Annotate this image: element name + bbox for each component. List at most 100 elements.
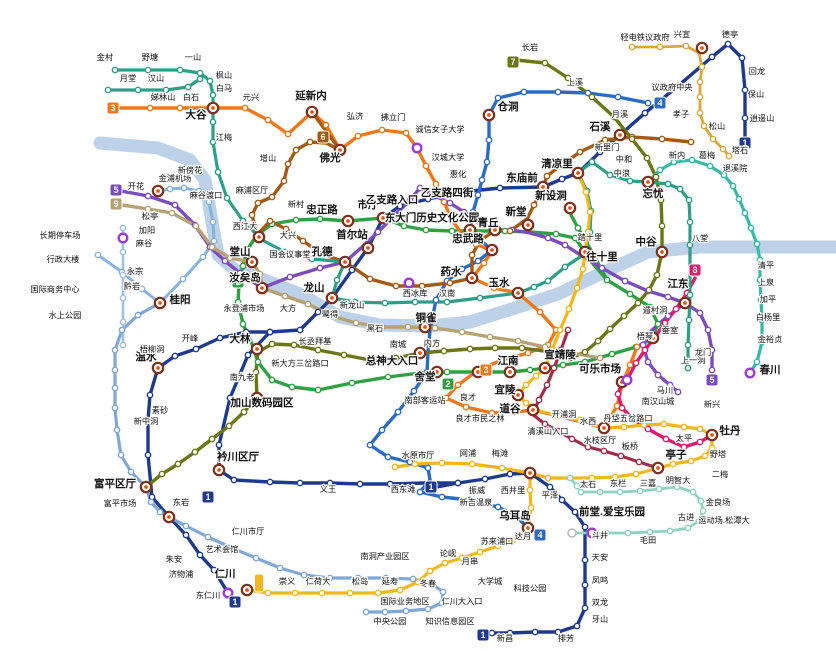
station — [510, 408, 518, 416]
station — [543, 172, 551, 180]
station-label: 野塘 — [142, 52, 158, 62]
line-badge-number: 1 — [742, 138, 747, 148]
station-label: 毛田 — [640, 535, 656, 545]
station — [674, 82, 682, 90]
major-station-label: 忠武路 — [452, 232, 484, 245]
station — [316, 215, 324, 223]
station-label: 国会议事堂 — [270, 249, 311, 259]
station — [252, 368, 260, 376]
station — [652, 173, 660, 181]
station — [674, 388, 682, 396]
station — [156, 508, 164, 516]
station — [268, 376, 276, 384]
station — [524, 349, 532, 357]
station — [406, 196, 414, 204]
station — [304, 300, 312, 308]
station — [318, 589, 326, 597]
station — [554, 88, 562, 96]
station — [458, 265, 466, 273]
station — [620, 312, 628, 320]
station-label: 增山 — [260, 153, 276, 163]
transfer-station-core — [156, 189, 160, 193]
station — [234, 298, 242, 306]
station — [416, 369, 424, 377]
station-label: 梧柳洞 — [140, 344, 165, 354]
major-station-label: 舍堂 — [414, 370, 436, 383]
station — [654, 320, 662, 328]
major-station-label: 桂阳 — [169, 293, 191, 306]
major-station-label: 延新内 — [294, 89, 327, 102]
station-label: 内方 — [424, 338, 440, 348]
station-label: 东仁川 — [196, 590, 221, 600]
station — [535, 396, 543, 404]
station — [416, 488, 424, 496]
station-label: 汉山 — [148, 73, 164, 83]
station — [266, 328, 274, 336]
line-badge — [106, 101, 120, 115]
station — [682, 42, 690, 50]
station — [608, 350, 616, 358]
station — [554, 628, 562, 636]
station-label: 葛梅 — [699, 150, 715, 160]
special-station — [411, 142, 423, 154]
station-label: 义王 — [320, 485, 336, 494]
station — [600, 447, 608, 455]
station — [645, 286, 653, 294]
station — [381, 299, 389, 307]
station — [446, 279, 454, 287]
station — [611, 473, 619, 481]
station — [196, 69, 204, 77]
station-label: 丹垈五岔路口 — [603, 413, 652, 423]
station-label: 元兴 — [243, 93, 259, 102]
station — [486, 333, 494, 341]
station — [244, 351, 252, 359]
station — [526, 486, 534, 494]
station-label: 西东滩 — [391, 484, 416, 494]
transfer-station-core — [508, 370, 512, 374]
major-station-label: 宜陵 — [495, 383, 516, 396]
station — [171, 201, 179, 209]
station — [221, 257, 229, 265]
transfer-station-core — [338, 148, 342, 152]
station-label: 南城 — [390, 339, 406, 349]
station-label: 新大方三岔路口 — [271, 358, 328, 368]
station — [636, 487, 644, 495]
major-station-label: 玉水 — [489, 276, 510, 289]
station — [119, 248, 127, 256]
station — [546, 483, 554, 491]
station — [288, 383, 296, 391]
station — [195, 187, 203, 195]
station-label: 西井里 — [501, 485, 526, 495]
line-badge-number: 7 — [510, 57, 515, 67]
station — [134, 86, 142, 94]
station — [404, 323, 412, 331]
transfer-station-core — [487, 113, 491, 117]
station — [216, 334, 224, 342]
transfer-station-core — [541, 185, 545, 189]
major-station-label: 佛光 — [319, 151, 341, 164]
station-label: 金村 — [97, 52, 113, 62]
station — [252, 554, 260, 562]
station-label: 蚕室 — [662, 325, 678, 335]
station — [378, 323, 386, 331]
station — [443, 368, 451, 376]
station — [378, 126, 386, 134]
station-label: 凤鸣 — [592, 575, 608, 585]
station — [725, 152, 733, 160]
station — [386, 480, 394, 488]
station — [596, 354, 604, 362]
station — [641, 346, 649, 354]
station — [696, 438, 704, 446]
station — [657, 196, 665, 204]
station-label: 明智大 — [666, 475, 691, 485]
station — [182, 531, 190, 539]
station — [586, 208, 594, 216]
major-station-label: 铜雀 — [416, 311, 437, 324]
station — [584, 228, 592, 236]
station-label: 苏来浦口 — [481, 536, 514, 546]
station — [696, 93, 704, 101]
station — [640, 421, 648, 429]
station — [658, 222, 666, 230]
station — [673, 483, 681, 491]
station — [431, 192, 439, 200]
